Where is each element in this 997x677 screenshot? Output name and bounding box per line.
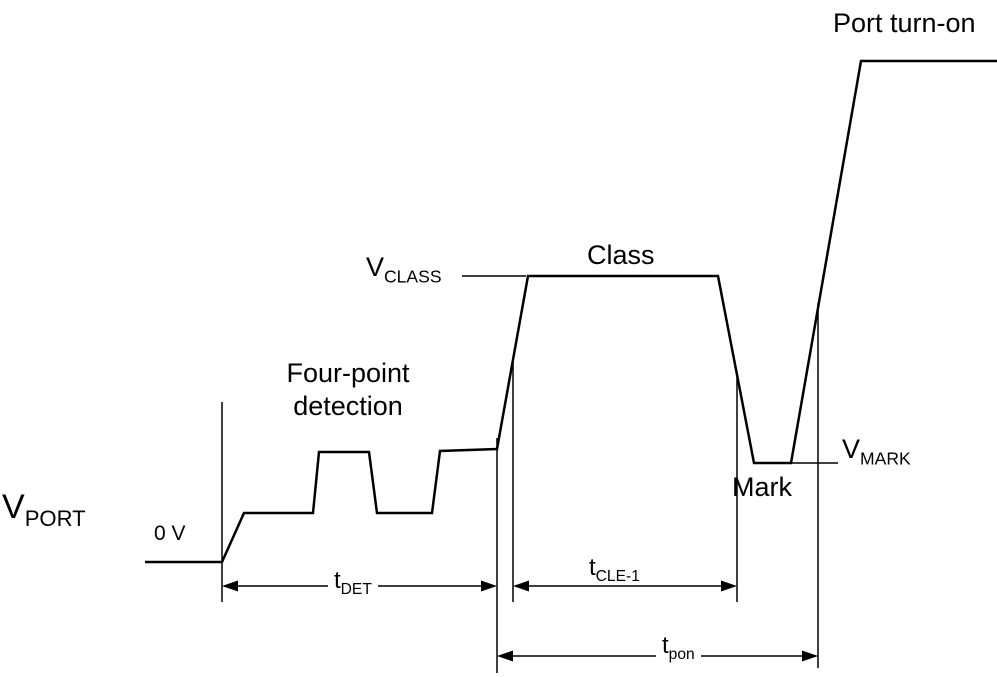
tcle-arrowhead-right xyxy=(721,580,737,592)
vport-axis-label: VPORT xyxy=(2,488,86,530)
zero-volts-label: 0 V xyxy=(154,522,186,545)
port-turn-on-label: Port turn-on xyxy=(833,8,976,38)
waveform-path xyxy=(145,59,997,564)
tpon-arrowhead-right xyxy=(802,650,818,662)
vmark-subscript-text: MARK xyxy=(860,448,911,469)
tcle-arrowhead-left xyxy=(513,580,529,592)
vclass-main-text: V xyxy=(366,252,385,282)
tpon-subscript-text: pon xyxy=(668,645,695,663)
four-point-detection-label: Four-point detection xyxy=(248,357,448,423)
tcle-arrow xyxy=(513,580,737,592)
tdet-dimension-label: tDET xyxy=(328,567,378,598)
mark-phase-label: Mark xyxy=(732,472,792,502)
tdet-arrowhead-left xyxy=(222,580,238,592)
tpon-arrowhead-left xyxy=(497,650,513,662)
tdet-subscript-text: DET xyxy=(340,580,372,598)
vclass-subscript-text: CLASS xyxy=(384,266,442,287)
vmark-main-text: V xyxy=(842,434,861,464)
tcle1-subscript-text: CLE-1 xyxy=(595,567,640,585)
vmark-level-label: VMARK xyxy=(842,434,911,468)
dimension-boundaries xyxy=(221,303,819,673)
vport-subscript-text: PORT xyxy=(24,505,86,531)
tcle1-dimension-label: tCLE-1 xyxy=(583,554,646,585)
diagram-lines xyxy=(145,59,997,673)
detection-label-line2: detection xyxy=(293,390,403,421)
detection-label-line1: Four-point xyxy=(286,358,410,388)
class-phase-label: Class xyxy=(587,240,655,270)
vport-main-text: V xyxy=(2,488,25,526)
tdet-arrowhead-right xyxy=(481,580,497,592)
vclass-level-label: VCLASS xyxy=(366,252,442,286)
tdet-main-text: t xyxy=(334,567,341,594)
tpon-main-text: t xyxy=(662,632,669,659)
tcle1-main-text: t xyxy=(589,554,596,581)
tpon-dimension-label: tpon xyxy=(656,632,701,663)
